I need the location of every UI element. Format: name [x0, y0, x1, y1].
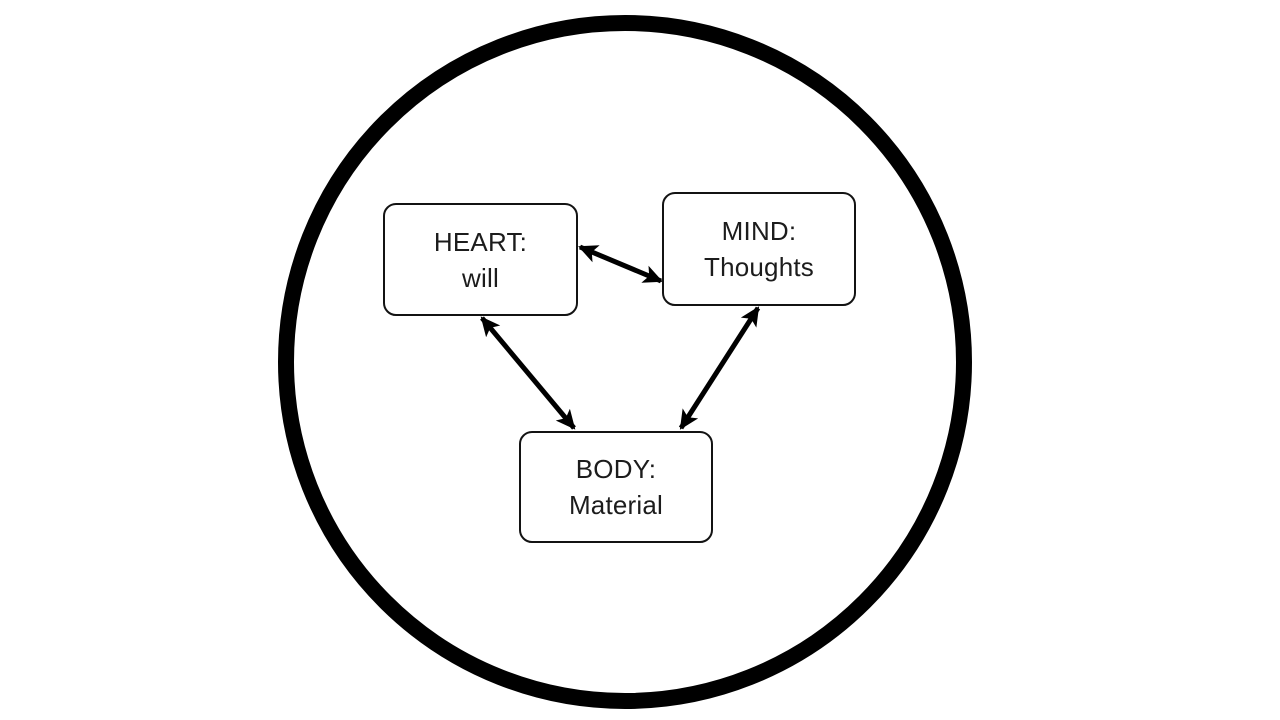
outer-circle-border: [278, 15, 972, 709]
node-heart: HEART: will: [383, 203, 578, 316]
node-heart-title: HEART:: [433, 226, 528, 257]
node-body-subtitle: Material: [568, 490, 664, 520]
connector-heart-body: [480, 316, 576, 430]
node-body-title: BODY:: [575, 454, 657, 484]
node-mind-title: MIND:: [721, 216, 797, 246]
connector-heart-mind: [578, 244, 663, 284]
node-mind-subtitle: Thoughts: [703, 252, 814, 282]
connector-mind-body: [678, 306, 761, 430]
node-mind: MIND: Thoughts: [662, 192, 856, 306]
node-body: BODY: Material: [519, 431, 713, 543]
node-heart-subtitle: will: [462, 262, 499, 293]
